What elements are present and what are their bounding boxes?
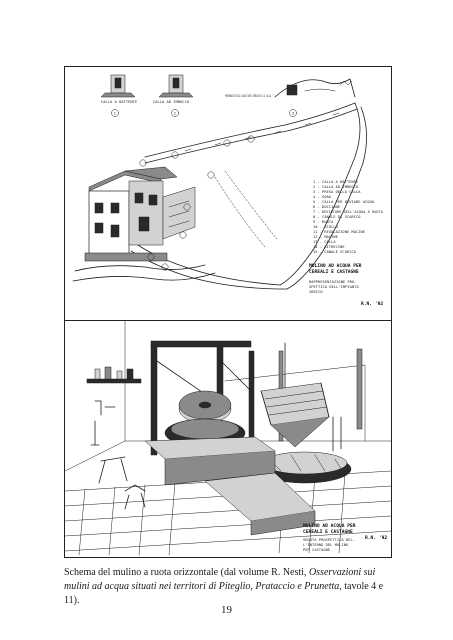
legend-item: 15 - CANALE SCARICO: [313, 250, 356, 254]
sketch-calla-imbocco: [158, 74, 194, 98]
figure-caption: Schema del mulino a ruota orizzontale (d…: [64, 566, 394, 608]
legend-item: 10 - STOLLO: [313, 225, 338, 229]
second-millstone: [258, 451, 352, 484]
legend-item: 11 - REGOLAZIONE MACINE: [313, 230, 365, 234]
legend-item: 13 - CALLA: [313, 240, 336, 244]
grain-hopper: [260, 382, 330, 448]
scheme-title: MULINO AD ACQUA PER: [309, 263, 362, 269]
sketch-calla-battente: [100, 74, 136, 98]
caption-text: Schema del mulino a ruota orizzontale (d…: [64, 567, 309, 578]
legend-item: 7 - DEVIATORE DELL'ACQUA A RUOTA: [313, 210, 384, 214]
scheme-subtitle: RAPPRESENTAZIONE PRO-: [309, 280, 357, 284]
sketch-river-profile: [274, 78, 356, 98]
page-number: 19: [221, 604, 232, 616]
legend-item: 3 - PRESA DELLA CALLA: [313, 190, 361, 194]
interior-title: CEREALI E CASTAGNE: [303, 529, 353, 535]
wall-shelf: [86, 366, 142, 446]
legend-item: 9 - RUOTA: [313, 220, 334, 224]
figure-mill-interior: MULINO AD ACQUA PER CEREALI E CASTAGNE V…: [64, 320, 392, 558]
signature: R.N. '92: [365, 535, 387, 541]
legend-item: 8 - CANALE DI SCARICO: [313, 215, 361, 219]
interior-title: MULINO AD ACQUA PER: [303, 523, 356, 529]
scheme-subtitle: IDRICO: [309, 290, 323, 294]
caption-text: , tavole 4 e 11).: [64, 581, 384, 606]
scheme-markers: [139, 135, 255, 271]
marker-1: 1: [114, 112, 116, 116]
interior-subtitle: L'INTERNO DEL MULINO: [303, 543, 348, 547]
legend-item: 14 - RITRECINE: [313, 245, 345, 249]
legend-item: 1 - CALLA A BATTENTE: [313, 180, 358, 184]
scheme-legend: 1 - CALLA A BATTENTE 2 - CALLA AD IMBOCC…: [313, 180, 384, 254]
legend-item: 5 - CALLA PER DEVIARE ACQUA: [313, 200, 375, 204]
hydraulic-scheme-drawing: CALLA A BATTENTE CALLA AD IMBOCCO PROFON…: [72, 74, 384, 307]
legend-item: 12 - MACINE: [313, 235, 338, 239]
label-calla-imbocco: CALLA AD IMBOCCO: [153, 100, 189, 104]
mill-platform: [98, 436, 316, 536]
mill-interior-drawing: MULINO AD ACQUA PER CEREALI E CASTAGNE V…: [65, 321, 391, 556]
mill-building: [72, 166, 216, 282]
marker-3: 3: [292, 112, 294, 116]
label-calla-battente: CALLA A BATTENTE: [101, 100, 137, 104]
scheme-title: CEREALI E CASTAGNE: [309, 269, 359, 275]
figure-hydraulic-scheme: CALLA A BATTENTE CALLA AD IMBOCCO PROFON…: [64, 66, 392, 326]
legend-item: 4 - GORA: [313, 195, 332, 199]
interior-subtitle: PER CASTAGNE: [303, 548, 330, 552]
signature: R.N. '92: [361, 301, 383, 307]
marker-2: 2: [174, 112, 176, 116]
caption-book-title: Osservazioni sui mulini ad acqua situati…: [64, 567, 376, 592]
legend-item: 6 - DOCCIONE: [313, 205, 340, 209]
scheme-subtitle: SPETTICA DELL'IMPIANTO: [309, 285, 359, 289]
legend-item: 2 - CALLA AD IMBOCCO: [313, 185, 358, 189]
label-profondita: PROFONDITÀ DELLE ACQUE DOVE CONFLUISCE L…: [225, 93, 271, 98]
interior-subtitle: VEDUTA PROSPETTICA DEL-: [303, 538, 355, 542]
